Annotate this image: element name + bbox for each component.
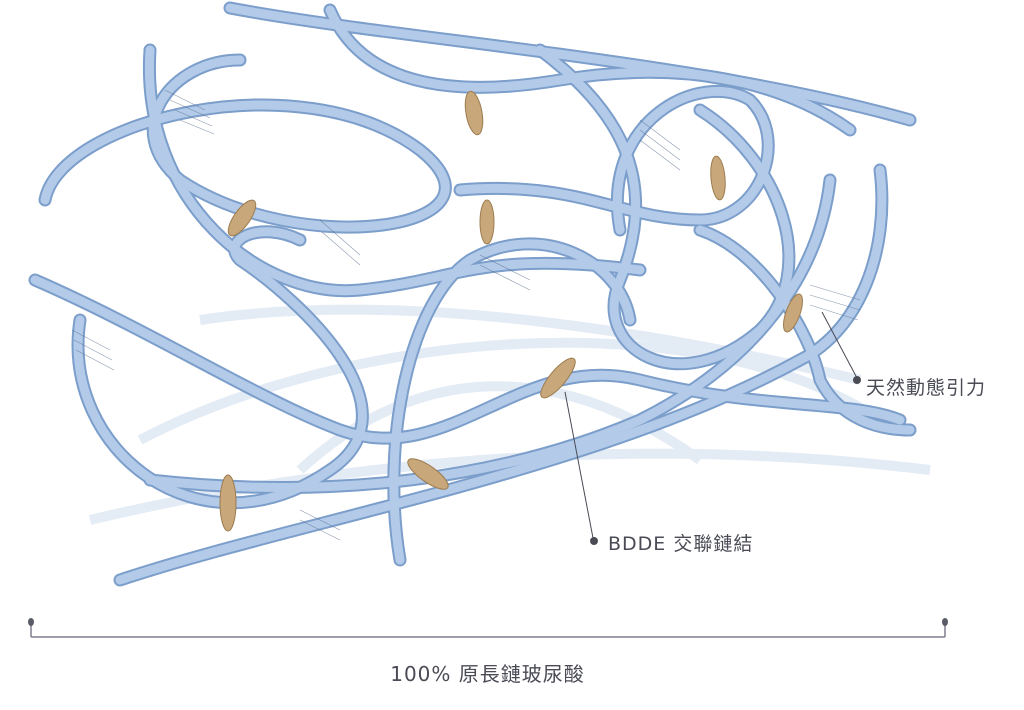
crosslinker-pill [227, 199, 257, 237]
bdde-crosslinkers [219, 90, 803, 532]
hydrogen-bond-hatches [71, 89, 861, 541]
crosslinker-pill [464, 90, 484, 136]
natural-attraction-label: 天然動態引力 [866, 377, 987, 399]
leader-dot [853, 376, 861, 384]
ribbons [28, 1, 917, 587]
crosslinker-pill [479, 199, 495, 245]
bracket-end-dot [942, 618, 948, 626]
crosslinker-pill [540, 357, 576, 399]
leader-dot [590, 537, 598, 545]
crosslinker-pill [710, 155, 726, 201]
bdde-crosslink-label: BDDE 交聯鏈結 [608, 533, 754, 555]
leader-lines [564, 311, 861, 545]
crosslinker-pill [407, 458, 449, 490]
crosslinker-pill [219, 474, 237, 532]
hyaluronic-acid-label: 100% 原長鏈玻尿酸 [390, 662, 585, 686]
length-bracket [28, 618, 948, 638]
bracket-end-dot [28, 618, 34, 626]
crosslinker-pill [783, 293, 803, 333]
